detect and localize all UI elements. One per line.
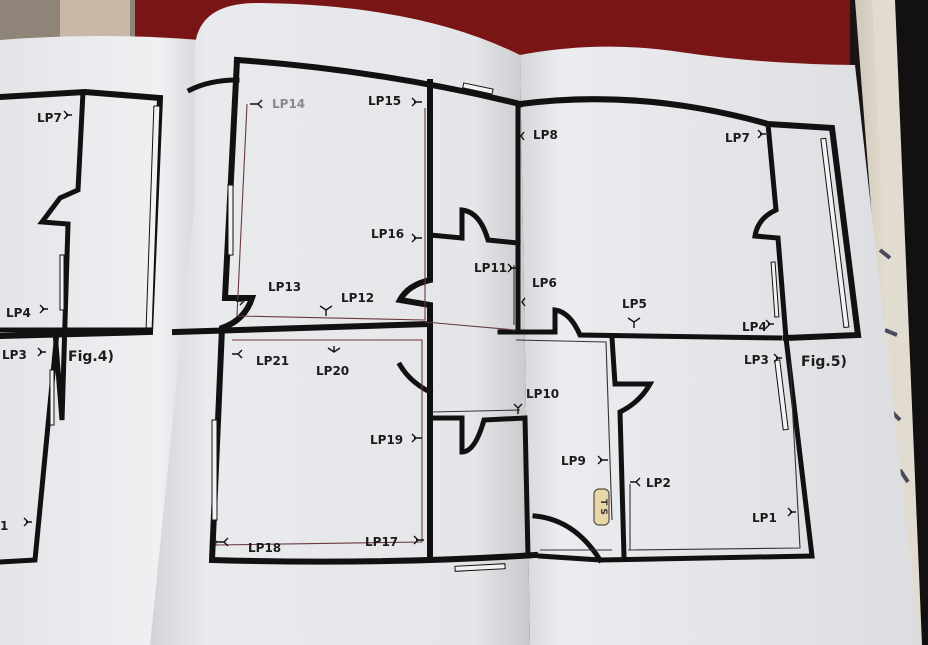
light-fixture-icon [216,97,796,547]
lp15-label: LP15 [368,94,401,108]
lp13-label: LP13 [268,280,301,294]
fig4-lp1-partial-label: 1 [0,519,8,533]
panel-label: T S [598,499,608,515]
fig4-lp3-label: LP3 [2,348,27,362]
lp1-label: LP1 [752,511,777,525]
fig4-caption: Fig.4) [68,349,114,365]
lp17-label: LP17 [365,535,398,549]
lp14-label: LP14 [272,97,305,111]
lp3-label: LP3 [744,353,769,367]
figure-4-plan: LP7 LP4 LP3 1 Fig.4) [0,88,164,565]
lp5-label: LP5 [622,297,647,311]
lp12-label: LP12 [341,291,374,305]
switchboard-panel [593,488,610,526]
lp11-label: LP11 [474,261,507,275]
lp10-label: LP10 [526,387,559,401]
lp2-label: LP2 [646,476,671,490]
fig5-caption: Fig.5) [801,354,847,370]
lp18-label: LP18 [248,541,281,555]
lp19-label: LP19 [370,433,403,447]
lp4-label: LP4 [742,320,767,334]
lp8-label: LP8 [533,128,558,142]
figure-5-plan: T S LP14 LP15 LP16 [171,56,862,572]
lp6-label: LP6 [532,276,557,290]
fig4-lp4-label: LP4 [6,306,31,320]
lp21-label: LP21 [256,354,289,368]
lp20-label: LP20 [316,364,349,378]
left-page [0,36,200,645]
lp9-label: LP9 [561,454,586,468]
lp16-label: LP16 [371,227,404,241]
lp7-label: LP7 [725,131,750,145]
light-fixture-icon [23,110,72,527]
fig4-lp7-label: LP7 [37,111,62,125]
